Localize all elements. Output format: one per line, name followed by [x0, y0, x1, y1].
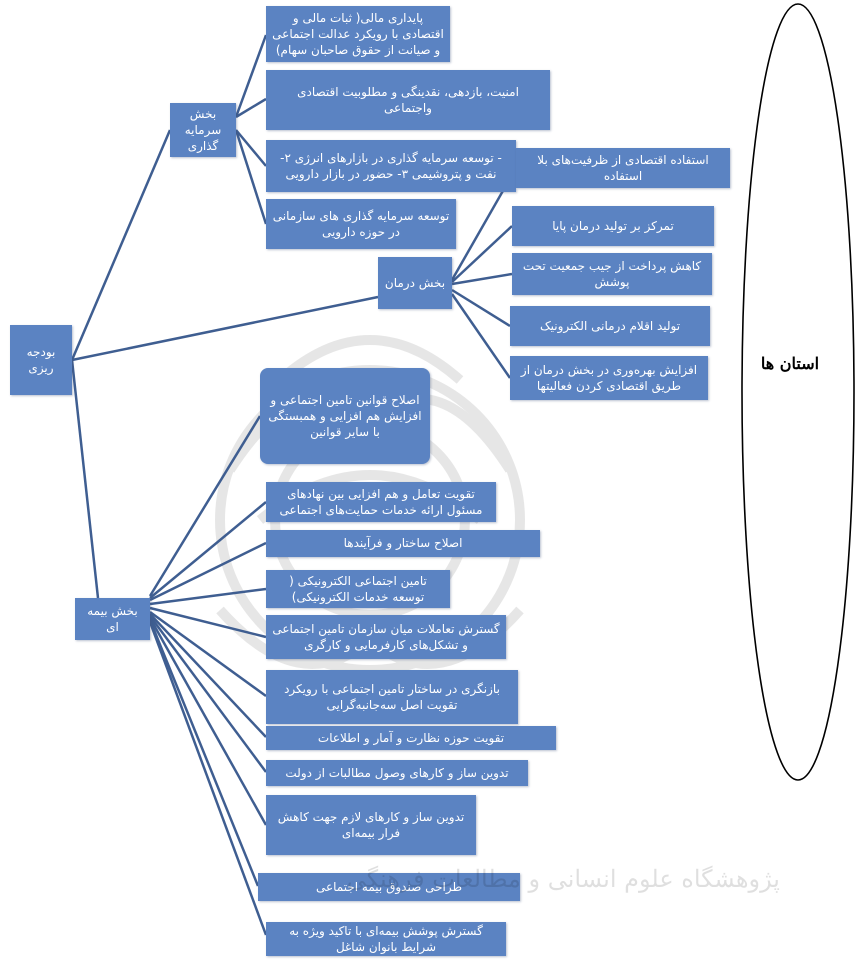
connector-line	[148, 415, 262, 597]
connector-line	[70, 359, 100, 599]
connector-line	[149, 501, 267, 599]
connector-line	[235, 97, 267, 119]
connector-line	[450, 293, 512, 379]
insurance-item-7: تقویت حوزه نظارت و آمار و اطلاعات	[266, 726, 556, 750]
treatment-item-5: افزایش بهره‌وری در بخش درمان از طریق اقت…	[510, 356, 708, 400]
connector-line	[148, 621, 268, 936]
insurance-item-2: تقویت تعامل و هم افزایی بین نهادهای مسئو…	[266, 482, 496, 522]
watermark-text: پژوهشگاه علوم انسانی و مطالعات فرهنگی	[346, 865, 780, 893]
treatment-item-1: استفاده اقتصادی از ظرفیت‌های بلا استفاده	[516, 148, 730, 188]
insurance-item-11: گسترش پوشش بیمه‌ای با تاکید ویژه به شرای…	[266, 922, 506, 956]
connector-line	[149, 610, 267, 698]
connector-line	[148, 617, 268, 826]
treatment-item-3: کاهش پرداخت از جیب جمعیت تحت پوشش	[512, 253, 712, 295]
investment-node: بخش سرمایه گذاری	[170, 103, 236, 157]
treatment-item-4: تولید اقلام درمانی الکترونیک	[510, 306, 710, 346]
root-label: بودجه ریزی	[26, 344, 56, 375]
connector-line	[70, 129, 172, 361]
connector-line	[451, 225, 513, 283]
connector-line	[234, 129, 268, 225]
provinces-ellipse	[741, 3, 855, 781]
insurance-item-1: اصلاح قوانین تامین اجتماعی و افزایش هم ا…	[260, 368, 430, 464]
insurance-item-10: طراحی صندوق بیمه اجتماعی	[258, 873, 520, 901]
provinces-label: استان ها	[760, 354, 820, 373]
investment-item-1: پایداری مالی( ثبات مالی و اقتصادی با روی…	[266, 6, 450, 62]
connector-line	[71, 295, 379, 362]
connector-line	[148, 619, 260, 887]
insurance-node: بخش بیمه ای	[75, 598, 150, 640]
insurance-label: بخش بیمه ای	[87, 603, 138, 634]
investment-item-3: - توسعه سرمایه گذاری در بازارهای انرژی ۲…	[266, 140, 516, 192]
connector-line	[149, 606, 267, 639]
connector-line	[234, 34, 268, 118]
insurance-item-4: تامین اجتماعی الکترونیکی ( توسعه خدمات ا…	[266, 570, 450, 608]
connector-line	[149, 541, 267, 602]
insurance-item-3: اصلاح ساختار و فرآیندها	[266, 530, 540, 557]
treatment-label: بخش درمان	[384, 275, 446, 290]
connector-line	[451, 272, 513, 286]
connector-line	[149, 587, 267, 606]
connector-line	[148, 615, 268, 773]
investment-label: بخش سرمایه گذاری	[184, 106, 222, 154]
root-node: بودجه ریزی	[10, 325, 72, 395]
treatment-item-2: تمرکز بر تولید درمان پایا	[512, 206, 714, 246]
investment-item-2: امنیت، بازدهی، نقدینگی و مطلوبیت اقتصادی…	[266, 70, 550, 130]
connector-line	[149, 613, 267, 738]
treatment-node: بخش درمان	[378, 257, 452, 309]
insurance-item-5: گسترش تعاملات میان سازمان تامین اجتماعی …	[266, 615, 506, 659]
investment-item-4: توسعه سرمایه گذاری های سازمانی در حوزه د…	[266, 199, 456, 249]
insurance-item-6: بازنگری در ساختار تامین اجتماعی با رویکر…	[266, 670, 518, 724]
connector-line	[451, 288, 511, 328]
insurance-item-8: تدوین ساز و کارهای وصول مطالبات از دولت	[266, 760, 528, 786]
connector-line	[235, 129, 267, 167]
insurance-item-9: تدوین ساز و کارهای لازم جهت کاهش فرار بی…	[266, 795, 476, 855]
